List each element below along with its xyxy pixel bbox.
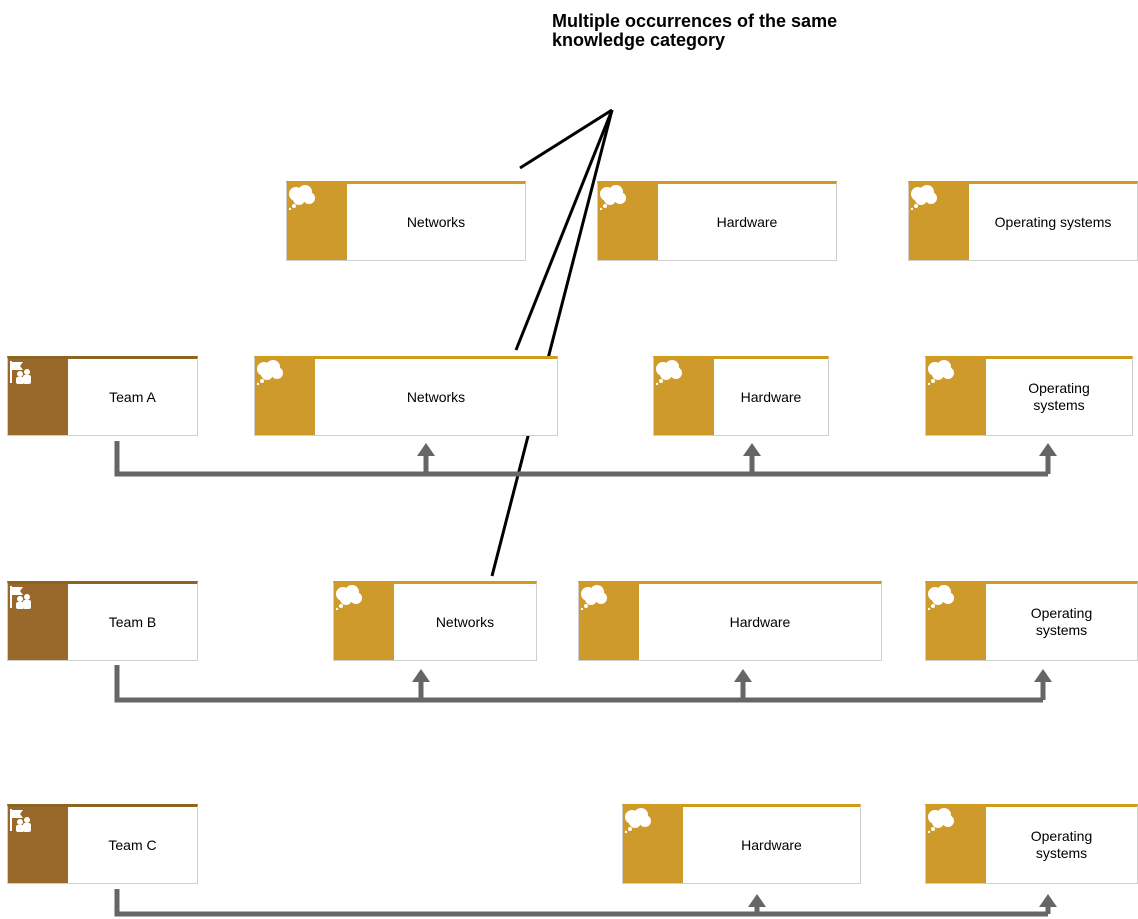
thought-cloud-icon bbox=[598, 184, 658, 260]
team-icon bbox=[8, 584, 68, 660]
arrowhead bbox=[1039, 443, 1057, 456]
arrowhead bbox=[748, 894, 766, 907]
team-icon bbox=[8, 807, 68, 883]
node-label: Operating systems bbox=[994, 213, 1112, 230]
team-node-a[interactable]: Team A bbox=[7, 356, 198, 436]
node-label: Networks bbox=[435, 613, 495, 630]
category-node-hardware-a[interactable]: Hardware bbox=[653, 356, 829, 436]
category-node-networks-a[interactable]: Networks bbox=[254, 356, 558, 436]
connector-row-c bbox=[114, 889, 1051, 917]
category-node-operating-systems-c[interactable]: Operating systems bbox=[925, 804, 1138, 884]
node-label: Hardware bbox=[741, 836, 802, 853]
arrowheads-row-a bbox=[417, 443, 1057, 456]
thought-cloud-icon bbox=[926, 584, 986, 660]
node-label: Networks bbox=[406, 388, 466, 405]
arrowhead bbox=[412, 669, 430, 682]
thought-cloud-icon bbox=[926, 359, 986, 435]
arrowhead bbox=[743, 443, 761, 456]
category-node-hardware-c[interactable]: Hardware bbox=[622, 804, 861, 884]
node-label: Hardware bbox=[740, 388, 802, 405]
category-node-operating-systems-reference[interactable]: Operating systems bbox=[908, 181, 1138, 261]
callout-lines bbox=[490, 108, 614, 577]
node-label: Team A bbox=[109, 388, 156, 405]
arrowheads-row-b bbox=[412, 669, 1052, 682]
node-label: Operating systems bbox=[1030, 828, 1093, 861]
node-label: Team B bbox=[108, 613, 157, 630]
team-node-c[interactable]: Team C bbox=[7, 804, 198, 884]
arrowhead bbox=[1039, 894, 1057, 907]
team-node-b[interactable]: Team B bbox=[7, 581, 198, 661]
thought-cloud-icon bbox=[654, 359, 714, 435]
callout-annotation: Multiple occurrences of the same knowled… bbox=[552, 11, 838, 50]
category-node-networks-reference[interactable]: Networks bbox=[286, 181, 526, 261]
arrowhead bbox=[1034, 669, 1052, 682]
category-node-operating-systems-a[interactable]: Operating systems bbox=[925, 356, 1133, 436]
node-label: Hardware bbox=[716, 213, 778, 230]
category-node-networks-b[interactable]: Networks bbox=[333, 581, 537, 661]
node-label: Networks bbox=[406, 213, 466, 230]
thought-cloud-icon bbox=[334, 584, 394, 660]
thought-cloud-icon bbox=[579, 584, 639, 660]
thought-cloud-icon bbox=[623, 807, 683, 883]
team-icon bbox=[8, 359, 68, 435]
thought-cloud-icon bbox=[287, 184, 347, 260]
category-node-operating-systems-b[interactable]: Operating systems bbox=[925, 581, 1138, 661]
thought-cloud-icon bbox=[255, 359, 315, 435]
node-label: Team C bbox=[108, 836, 157, 853]
node-label: Operating systems bbox=[1028, 380, 1090, 413]
node-label: Hardware bbox=[729, 613, 791, 630]
arrowhead bbox=[417, 443, 435, 456]
callout-line-team-a-networks bbox=[514, 109, 614, 351]
callout-line-team-b-networks bbox=[490, 109, 614, 577]
connector-row-b bbox=[114, 665, 1046, 703]
thought-cloud-icon bbox=[909, 184, 969, 260]
arrowheads-row-c bbox=[748, 894, 1057, 907]
callout-line-top-networks bbox=[519, 108, 613, 170]
category-node-hardware-b[interactable]: Hardware bbox=[578, 581, 882, 661]
connector-row-a bbox=[114, 441, 1051, 477]
arrowhead bbox=[734, 669, 752, 682]
node-label: Operating systems bbox=[1030, 605, 1093, 638]
thought-cloud-icon bbox=[926, 807, 986, 883]
category-node-hardware-reference[interactable]: Hardware bbox=[597, 181, 837, 261]
